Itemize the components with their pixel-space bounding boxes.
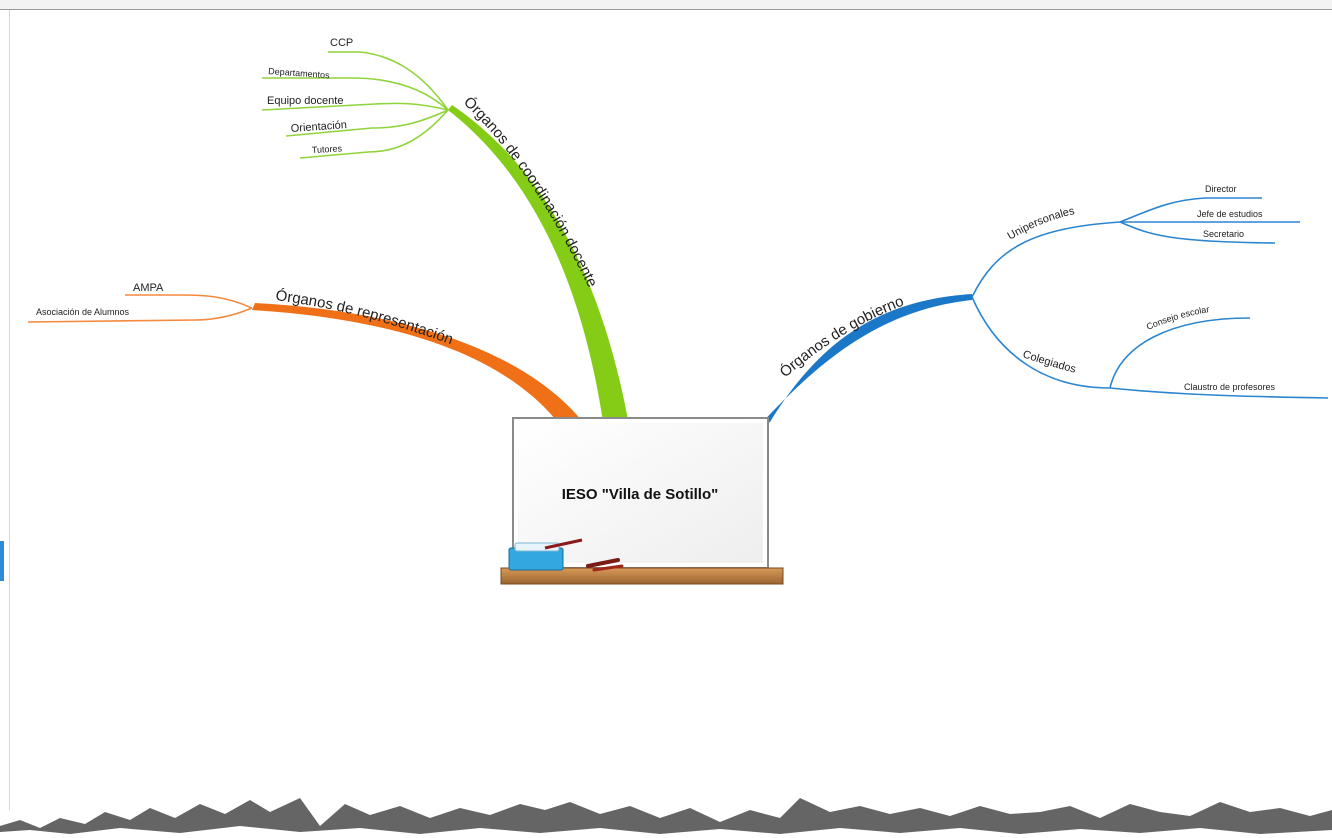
branch-gobierno[interactable]: Órganos de gobierno Unipersonales Direct… [757,184,1329,428]
central-topic[interactable]: IESO "Villa de Sotillo" [500,417,784,585]
central-topic-title: IESO "Villa de Sotillo" [562,486,718,503]
gobierno-colegiados-label[interactable]: Colegiados [1021,348,1077,375]
coordinacion-child-orientacion[interactable]: Orientación [290,119,347,135]
representacion-child-asociacion-alumnos[interactable]: Asociación de Alumnos [36,307,130,317]
markers-icon [586,558,624,572]
torn-edge-decoration [0,798,1332,838]
coordinacion-child-equipo-docente[interactable]: Equipo docente [267,95,343,107]
colegiados-child-claustro[interactable]: Claustro de profesores [1184,382,1276,392]
coordinacion-child-ccp[interactable]: CCP [330,37,353,49]
eraser-box-icon [508,538,583,571]
coordinacion-child-tutores[interactable]: Tutores [312,143,343,155]
representacion-sublines [27,294,253,323]
coordinacion-child-departamentos[interactable]: Departamentos [268,66,331,80]
unipersonales-child-secretario[interactable]: Secretario [1203,229,1244,239]
unipersonales-child-jefe-estudios[interactable]: Jefe de estudios [1197,209,1263,219]
branch-gobierno-label: Órganos de gobierno [777,293,907,381]
coordinacion-sublines [261,51,449,159]
branch-representacion[interactable]: Órganos de representación AMPA Asociació… [27,282,583,425]
branch-representacion-label: Órganos de representación [275,287,456,348]
window-top-bar [0,0,1332,10]
whiteboard-tray [500,567,784,585]
gobierno-sublines [971,197,1329,399]
left-border [9,10,10,810]
unipersonales-child-director[interactable]: Director [1205,184,1237,194]
branch-coordinacion[interactable]: Órganos de coordinación docente CCP Depa… [261,37,628,422]
gobierno-unipersonales-label[interactable]: Unipersonales [1006,205,1077,243]
whiteboard-surface [518,423,763,563]
representacion-child-ampa[interactable]: AMPA [133,282,164,294]
left-scroll-marker[interactable] [0,541,4,581]
branch-coordinacion-line [448,105,628,422]
branch-representacion-line [252,303,583,425]
